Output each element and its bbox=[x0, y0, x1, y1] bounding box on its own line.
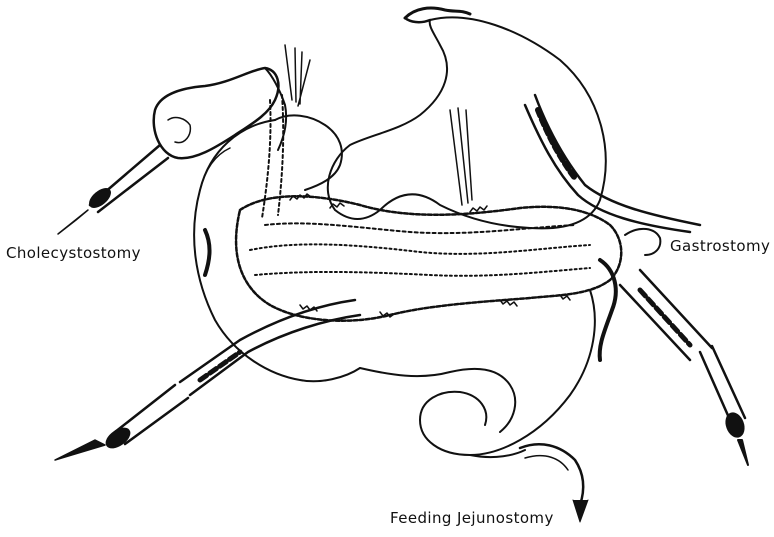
left-drain-arrow-icon bbox=[55, 440, 105, 460]
label-cholecystostomy: Cholecystostomy bbox=[6, 244, 141, 262]
duodenal-loop bbox=[194, 120, 360, 381]
cholecystostomy-arrow-icon bbox=[58, 210, 88, 234]
jejunostomy-arrow-icon bbox=[573, 500, 588, 522]
gallbladder bbox=[154, 68, 279, 158]
stomach-fundus-hair bbox=[405, 8, 470, 18]
label-gastrostomy: Gastrostomy bbox=[670, 237, 770, 255]
mesentery-band bbox=[236, 196, 621, 320]
label-feeding-jejunostomy: Feeding Jejunostomy bbox=[390, 509, 554, 527]
right-drain-arrow-icon bbox=[738, 440, 748, 465]
ligature-threads bbox=[285, 45, 310, 106]
jejunostomy-tube bbox=[520, 444, 583, 505]
gastrostomy-tube bbox=[525, 95, 700, 232]
left-drain-tube bbox=[180, 300, 360, 395]
